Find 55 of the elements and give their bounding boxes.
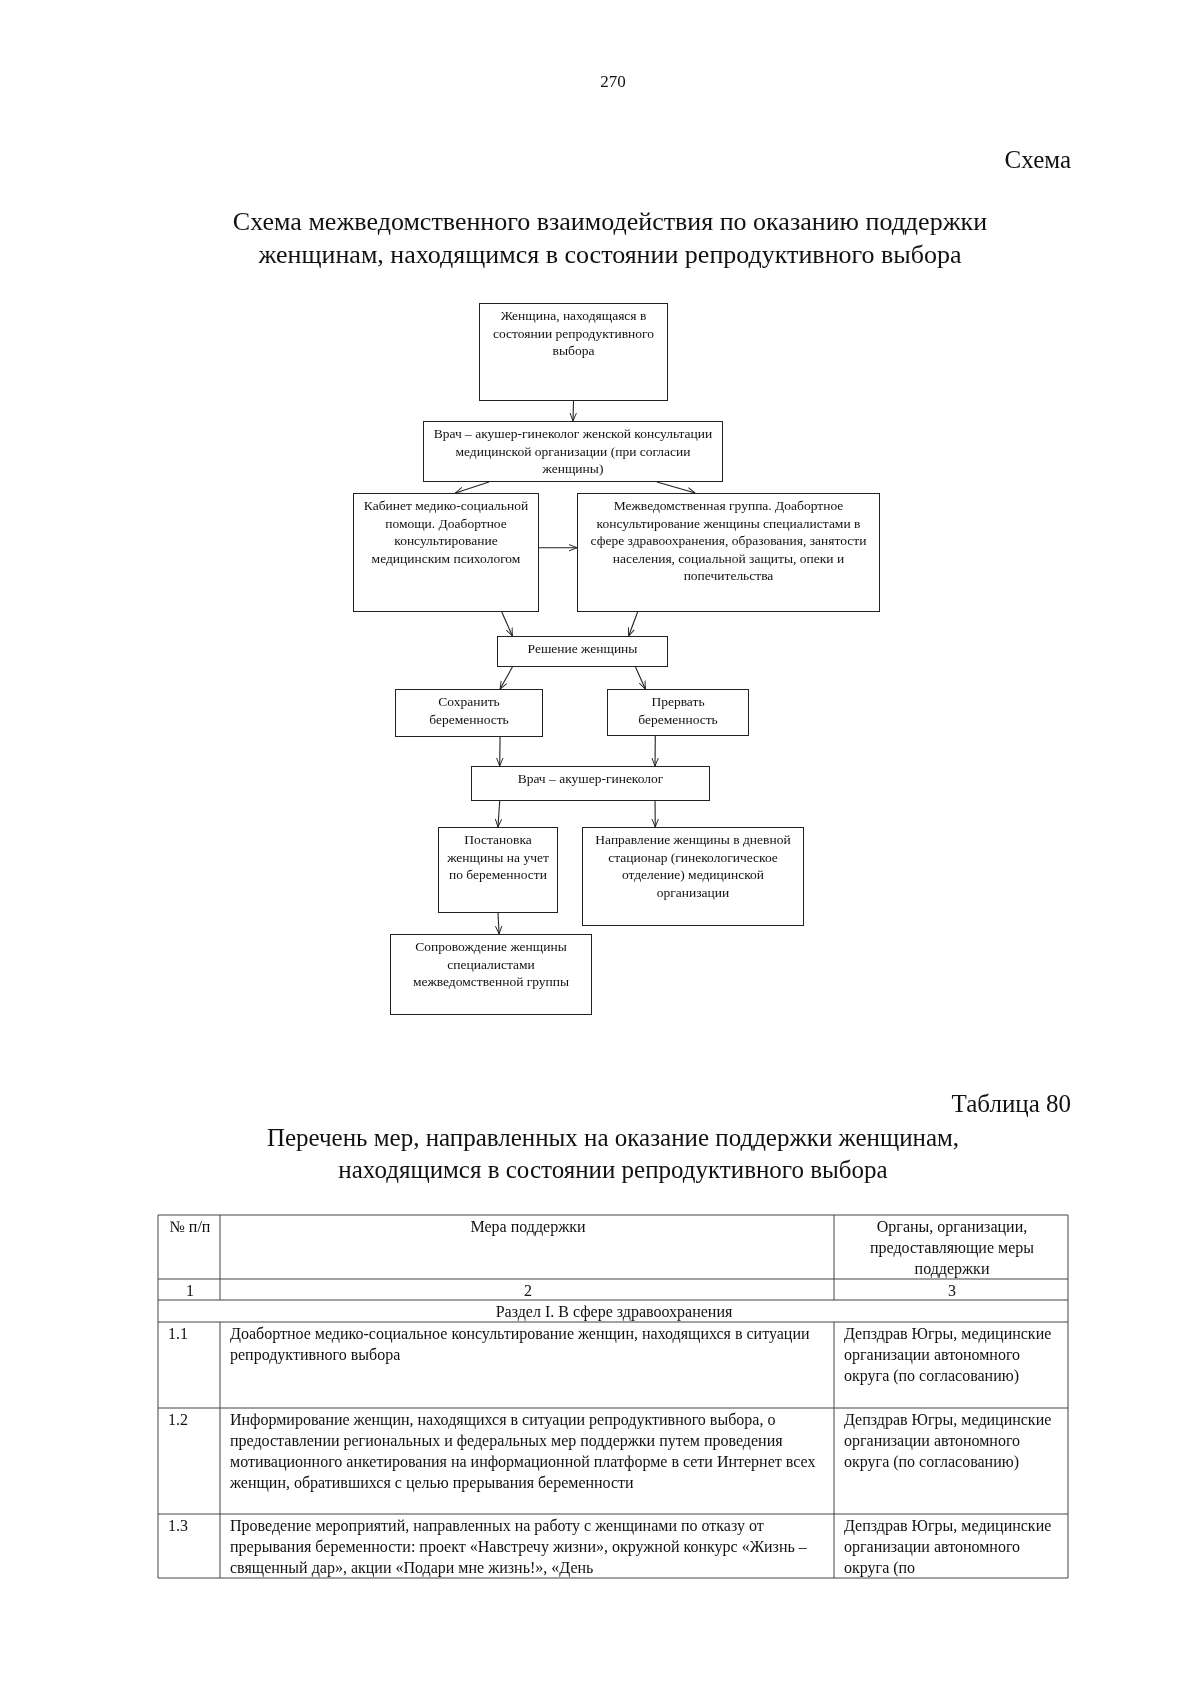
table-cell-text: 1.2 — [167, 1410, 189, 1430]
table-title: Перечень мер, направленных на оказание поддержки женщинам, находящимся в состоянии репродуктивного выбора — [265, 1123, 961, 1185]
scheme-label: Схема — [1003, 146, 1071, 174]
arrow — [501, 611, 513, 637]
column-header: 1 — [185, 1281, 195, 1301]
table-cell-text: Доабортное медико-социальное консультирование женщин, находящихся в ситуации репродуктивного выбора — [229, 1324, 811, 1366]
arrow — [496, 736, 504, 767]
column-header: № п/п — [168, 1217, 212, 1237]
process-box — [607, 689, 749, 736]
column-header: Мера поддержки — [469, 1217, 587, 1238]
column-header: 3 — [947, 1281, 957, 1301]
arrow — [656, 481, 696, 495]
box-text: Сопровождение женщины специалистами межведомственной группы — [411, 938, 571, 991]
column-header: Органы, организации, предоставляющие меры поддержки — [869, 1217, 1035, 1280]
process-box — [577, 493, 880, 612]
column-header: 2 — [523, 1281, 533, 1301]
process-box — [582, 827, 804, 926]
arrow — [569, 400, 577, 422]
arrow — [454, 481, 490, 495]
process-box — [423, 421, 723, 482]
box-text: Врач – акушер-гинеколог женской консультации медицинской организации (при согласии женщины) — [432, 425, 714, 478]
arrow — [499, 666, 513, 690]
table-cell-text: Депздрав Югры, медицинские организации автономного округа (по согласованию) — [843, 1410, 1053, 1473]
arrow — [628, 611, 639, 637]
table-cell-text: 1.3 — [167, 1516, 189, 1536]
table-cell-text: Информирование женщин, находящихся в ситуации репродуктивного выбора, о предоставлении региональных и федеральных мер поддержки путем проведения мотивационного анкетирования на информационной платформе в сети Интернет всех женщин, обратившихся с целью прерывания беременности — [229, 1410, 817, 1494]
box-text: Межведомственная группа. Доабортное консультирование женщины специалистами в сфере здравоохранения, образования, занятости населения, социальной защиты, опеки и попечительства — [589, 497, 868, 585]
arrow — [651, 735, 659, 767]
arrow — [634, 666, 646, 690]
box-text: Кабинет медико-социальной помощи. Доабортное консультирование медицинским психологом — [362, 497, 530, 567]
box-text: Врач – акушер-гинеколог — [517, 770, 664, 788]
section-header: Раздел I. В сфере здравоохранения — [494, 1302, 734, 1323]
box-text: Прервать беременность — [637, 693, 719, 728]
table-label: Таблица 80 — [950, 1090, 1071, 1118]
process-box — [438, 827, 558, 913]
table-cell-text: Депздрав Югры, медицинские организации автономного округа (по согласованию) — [843, 1324, 1053, 1387]
table-cell-text: Проведение мероприятий, направленных на работу с женщинами по отказу от прерывания беременности: проект «Навстречу жизни», окружной конкурс «Жизнь – священный дар», акции «Подари мне жизнь!», «День — [229, 1516, 808, 1579]
box-text: Женщина, находящаяся в состоянии репродуктивного выбора — [491, 307, 655, 360]
process-box — [395, 689, 543, 737]
diagram-title: Схема межведомственного взаимодействия по оказанию поддержки женщинам, находящимся в состоянии репродуктивного выбора — [231, 206, 989, 271]
table-cell-text: Депздрав Югры, медицинские организации автономного округа (по — [843, 1516, 1053, 1579]
arrow — [494, 800, 503, 828]
process-box — [353, 493, 539, 612]
table-cell-text: 1.1 — [167, 1324, 189, 1344]
arrow — [651, 800, 659, 828]
process-box — [471, 766, 710, 801]
page-number: 270 — [599, 72, 627, 92]
box-text: Решение женщины — [527, 640, 638, 658]
box-text: Постановка женщины на учет по беременности — [446, 831, 550, 884]
process-box — [390, 934, 592, 1015]
box-text: Направление женщины в дневной стационар (гинекологическое отделение) медицинской организации — [594, 831, 792, 901]
arrow — [495, 912, 503, 935]
process-box — [479, 303, 668, 401]
box-text: Сохранить беременность — [428, 693, 510, 728]
process-box — [497, 636, 668, 667]
